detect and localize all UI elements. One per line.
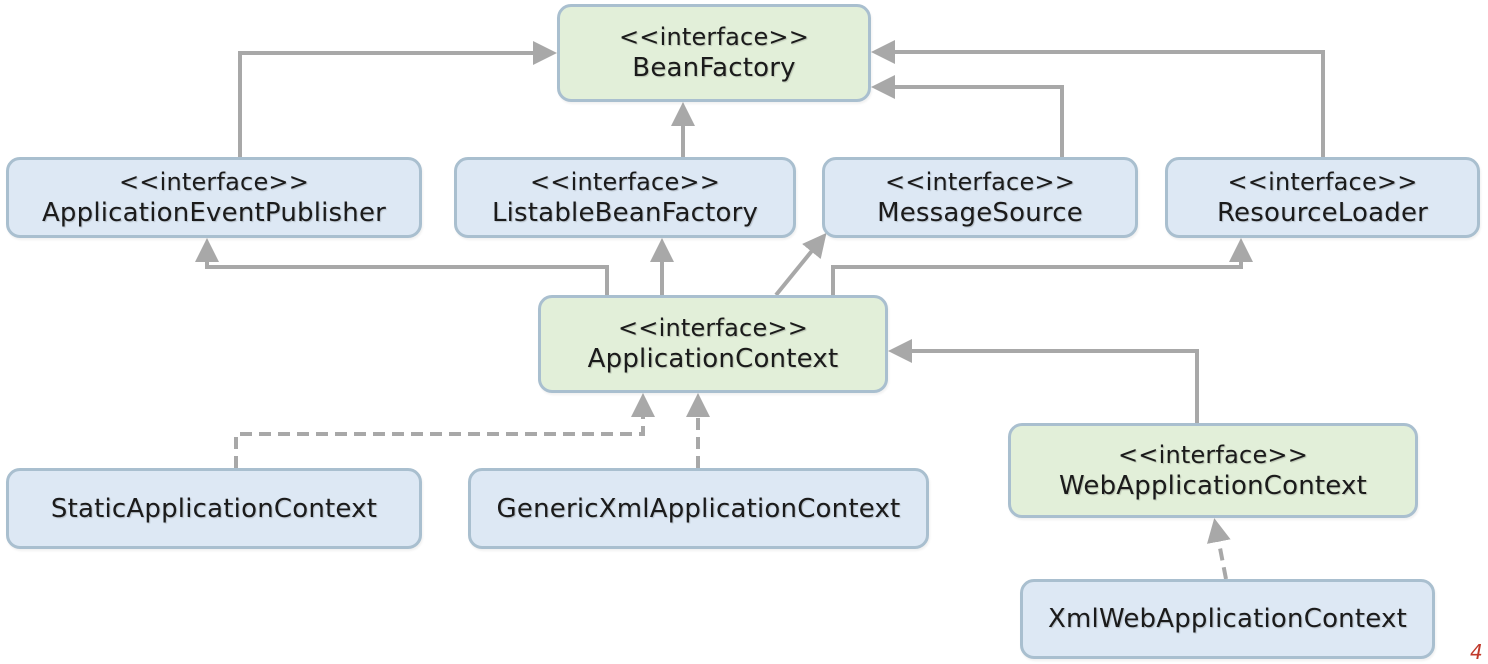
inheritance-arrow-application-context-to-resource-loader (831, 238, 1253, 295)
node-message-source: <<interface>> MessageSource (822, 157, 1138, 238)
stereotype-label: <<interface>> (529, 167, 721, 196)
class-name: XmlWebApplicationContext (1048, 604, 1407, 634)
inheritance-arrow-application-context-to-message-source (774, 232, 827, 297)
stereotype-label: <<interface>> (1227, 167, 1418, 196)
stereotype-label: <<interface>> (1117, 440, 1309, 469)
node-static-application-context: StaticApplicationContext (6, 468, 422, 549)
node-resource-loader: <<interface>> ResourceLoader (1165, 157, 1480, 238)
class-name: StaticApplicationContext (50, 493, 378, 524)
stereotype-label: <<interface>> (884, 167, 1076, 196)
node-xml-web-application-context: XmlWebApplicationContext (1020, 579, 1435, 659)
realization-arrow-static-application-context-to-application-context (234, 393, 655, 468)
page-number: 4 (1470, 640, 1483, 664)
inheritance-arrow-application-context-to-application-event-publisher (195, 238, 609, 295)
class-name: ResourceLoader (1216, 197, 1429, 228)
class-name: WebApplicationContext (1058, 470, 1367, 501)
class-name: ApplicationContext (587, 344, 839, 374)
stereotype-label: <<interface>> (617, 314, 809, 342)
inheritance-arrow-application-event-publisher-to-bean-factory (238, 41, 557, 157)
node-application-context: <<interface>> ApplicationContext (538, 295, 888, 393)
node-bean-factory: <<interface>> BeanFactory (557, 4, 871, 102)
class-name: GenericXmlApplicationContext (496, 493, 901, 524)
inheritance-arrow-resource-loader-to-bean-factory (871, 40, 1325, 157)
node-application-event-publisher: <<interface>> ApplicationEventPublisher (6, 157, 422, 238)
node-listable-bean-factory: <<interface>> ListableBeanFactory (454, 157, 796, 238)
stereotype-label: <<interface>> (618, 23, 810, 51)
inheritance-arrow-web-application-context-to-application-context (888, 339, 1199, 423)
node-generic-xml-application-context: GenericXmlApplicationContext (468, 468, 929, 549)
realization-arrow-xml-web-application-context-to-web-application-context (1207, 518, 1231, 580)
node-web-application-context: <<interface>> WebApplicationContext (1008, 423, 1418, 518)
class-name: MessageSource (877, 197, 1083, 228)
inheritance-arrow-message-source-to-bean-factory (871, 75, 1064, 157)
class-name: ListableBeanFactory (491, 197, 759, 228)
stereotype-label: <<interface>> (118, 167, 310, 196)
class-name: BeanFactory (632, 53, 796, 83)
class-name: ApplicationEventPublisher (41, 197, 387, 228)
